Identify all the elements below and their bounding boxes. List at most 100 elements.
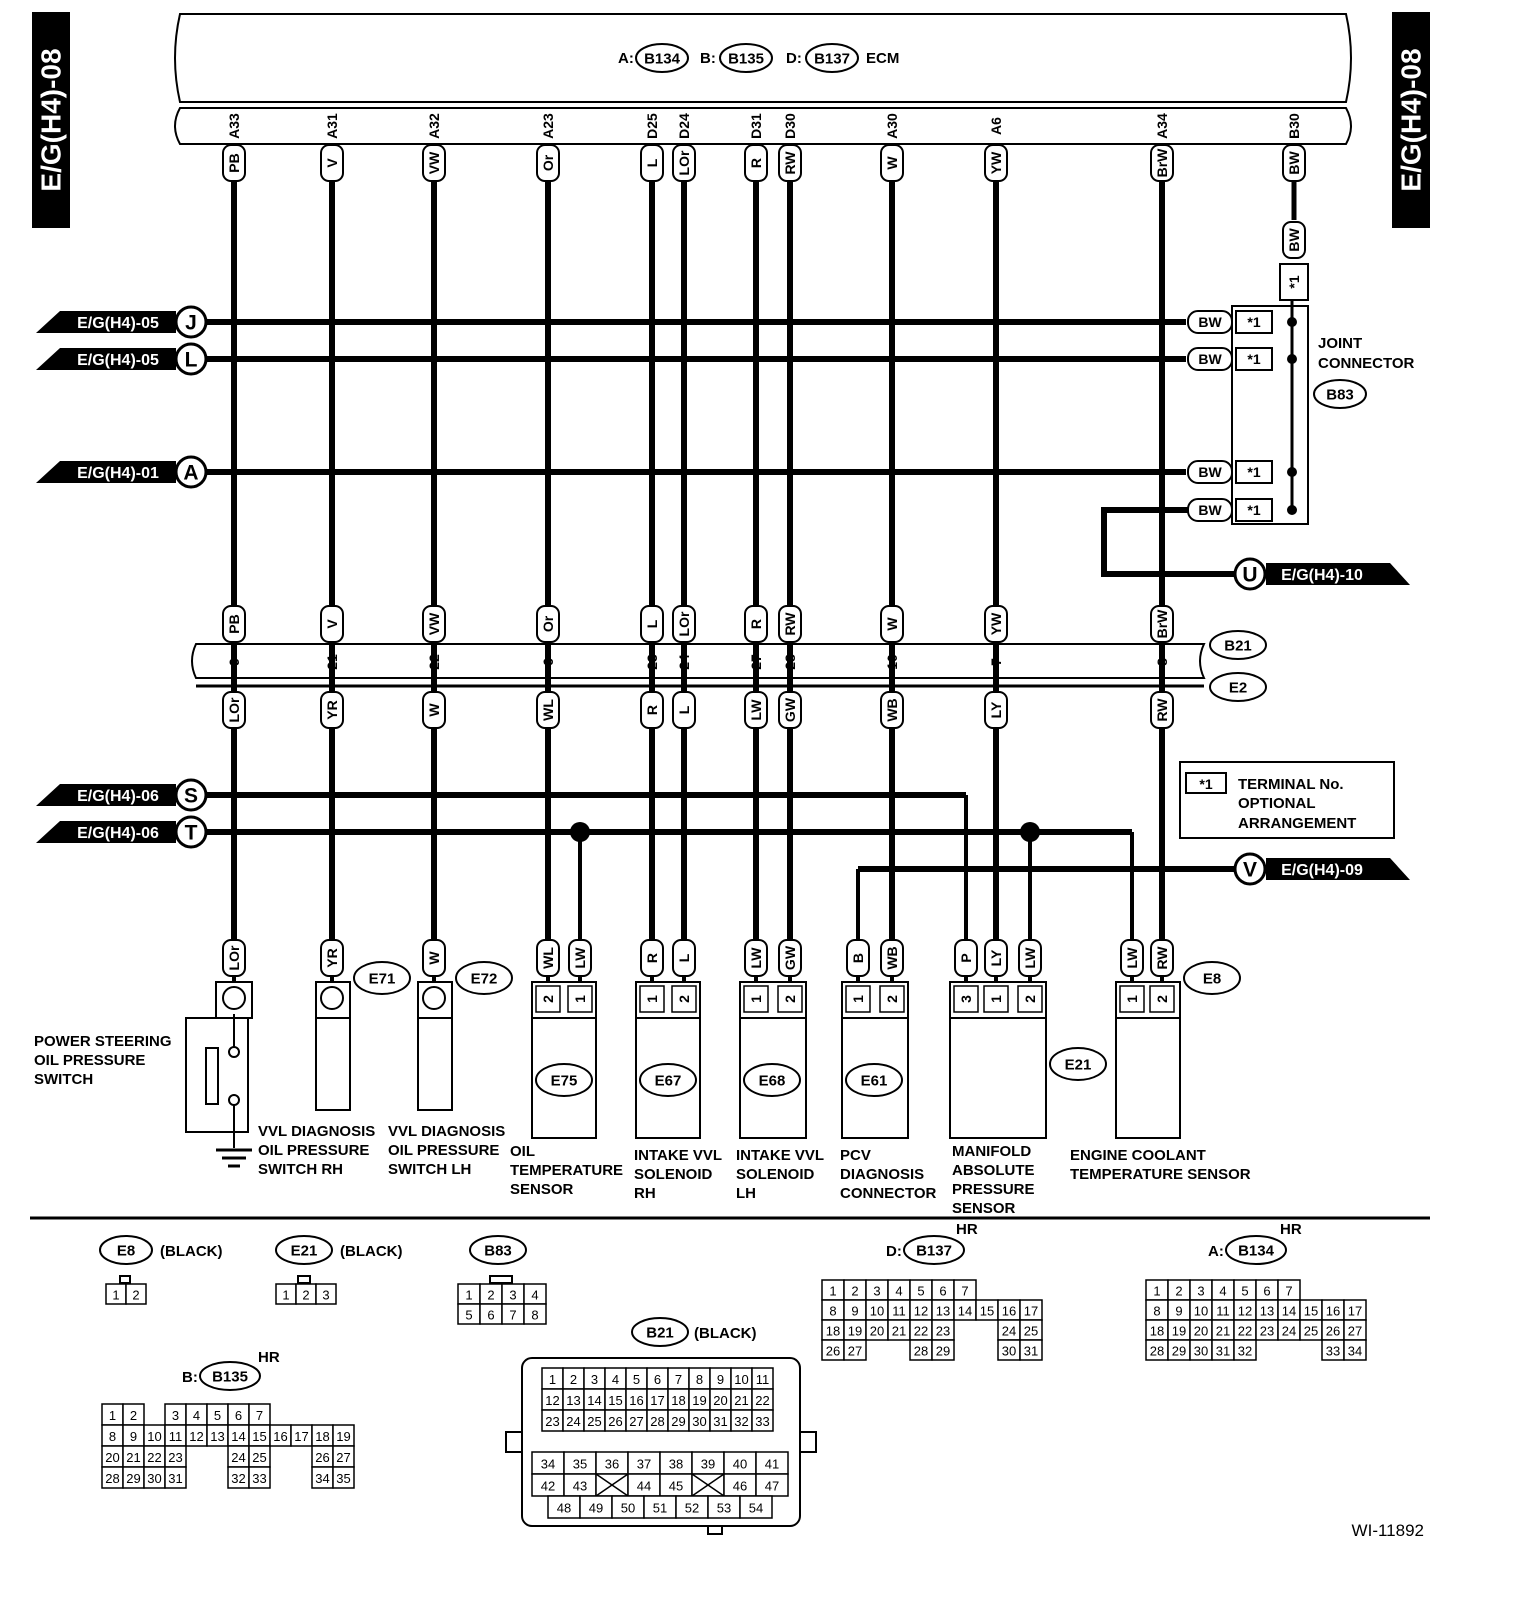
joint-terminal-box <box>1235 310 1273 334</box>
ecm-pin-label: A23 <box>540 113 556 139</box>
b137-pin: 30 <box>1002 1344 1016 1359</box>
b21-pin: 11 <box>756 1372 770 1387</box>
b134-pin: 26 <box>1326 1324 1340 1339</box>
component-wire-color-tag <box>672 939 696 977</box>
wire-color-top: Or <box>540 154 556 171</box>
b21-pin-label: 9 <box>226 658 242 666</box>
wire-color-e2-tag <box>672 691 696 729</box>
wire-color-b21: YW <box>988 612 1004 635</box>
b21-pin-label: 8 <box>1154 658 1170 666</box>
bus-line-u <box>1101 507 1236 577</box>
ecm-pin-label: D30 <box>782 113 798 139</box>
b137-pin: 16 <box>1002 1304 1016 1319</box>
legend-b135-tag: HR <box>258 1349 280 1366</box>
blank-cavity <box>595 1473 629 1497</box>
e21-pin: 2 <box>302 1288 309 1303</box>
b21-pin: 48 <box>557 1501 571 1516</box>
switch-contact-plate <box>205 1047 219 1105</box>
ecm-pin-label: A32 <box>426 113 442 139</box>
wire-color-b21: LOr <box>676 611 692 636</box>
component-name: OIL PRESSURE <box>34 1052 145 1069</box>
page-code-banner-right <box>1392 12 1430 228</box>
b135-pin: 32 <box>231 1471 245 1486</box>
b134-pin: 2 <box>1175 1284 1182 1299</box>
ecm-pin-label: A30 <box>884 113 900 139</box>
component-connector-label: E75 <box>551 1073 578 1090</box>
b135-pin: 20 <box>105 1450 119 1465</box>
b135-pin: 25 <box>252 1450 266 1465</box>
b135-cell <box>248 1466 271 1489</box>
b137-pin: 4 <box>895 1284 902 1299</box>
component-name: SWITCH LH <box>388 1161 471 1178</box>
e21-cell <box>315 1283 337 1305</box>
ref-letter: U <box>1242 564 1257 587</box>
component-wire-color-tag <box>1018 939 1042 977</box>
component-connector-label-oval <box>353 961 411 995</box>
switch-terminal <box>422 986 446 1010</box>
b135-pin: 34 <box>315 1471 329 1486</box>
wire-color-b21: BrW <box>1154 609 1170 639</box>
ecm-pin-label: A6 <box>988 117 1004 135</box>
ecm-label: ECM <box>866 50 899 67</box>
component-wire-color: B <box>850 953 866 963</box>
component-name: MANIFOLD <box>952 1143 1031 1160</box>
legend-b21-label-oval <box>631 1317 689 1347</box>
wire-color-top-tag <box>536 144 560 182</box>
blank-cavity <box>691 1473 725 1497</box>
wire-color-e2: LY <box>988 701 1004 718</box>
b135-pin: 22 <box>147 1450 161 1465</box>
component-connector-label-oval <box>743 1063 801 1097</box>
b83-pin: 4 <box>531 1288 538 1303</box>
b21-pin-label: 21 <box>324 654 340 670</box>
component-pin-cell <box>845 985 871 1013</box>
component-wire-color-tag <box>880 939 904 977</box>
b137-pin: 15 <box>980 1304 994 1319</box>
b21-pin-label: 27 <box>748 654 764 670</box>
wire-color-b21: V <box>324 619 340 629</box>
component-connector-label-oval <box>535 1063 593 1097</box>
b83-pin: 2 <box>487 1288 494 1303</box>
wire-color-top: RW <box>782 151 798 175</box>
e21-pin: 1 <box>282 1288 289 1303</box>
b134-pin: 30 <box>1194 1344 1208 1359</box>
component-name: POWER STEERING <box>34 1033 172 1050</box>
b137-cell <box>843 1339 867 1361</box>
b135-pin: 29 <box>126 1471 140 1486</box>
ref-page-label: E/G(H4)-05 <box>77 352 159 369</box>
wire-color-top: R <box>748 158 764 168</box>
joint-splice-dot <box>1287 317 1297 327</box>
component-wire-color: R <box>644 953 660 963</box>
ref-arrow <box>36 784 176 806</box>
b134-pin: 8 <box>1153 1304 1160 1319</box>
page-code-banner-left <box>32 12 70 228</box>
ref-letter: A <box>183 462 198 485</box>
component-wire-color-tag <box>222 939 246 977</box>
component-name: CONNECTOR <box>840 1185 937 1202</box>
b134-pin: 6 <box>1263 1284 1270 1299</box>
component-name: OIL PRESSURE <box>258 1142 369 1159</box>
wire-color-e2: W <box>426 703 442 717</box>
b135-pin: 18 <box>315 1429 329 1444</box>
b21-pin-label: 23 <box>644 654 660 670</box>
b134-pin: 33 <box>1326 1344 1340 1359</box>
legend-b83-label: B83 <box>484 1243 512 1260</box>
b135-pin: 10 <box>147 1429 161 1444</box>
b135-pin: 31 <box>168 1471 182 1486</box>
wire-color-e2: YR <box>324 700 340 719</box>
ref-page-label: E/G(H4)-10 <box>1281 567 1363 584</box>
b135-pin: 16 <box>273 1429 287 1444</box>
b134-cell <box>1343 1339 1367 1361</box>
legend-e21-label: E21 <box>291 1243 318 1260</box>
b137-pin: 28 <box>914 1344 928 1359</box>
figure-id: WI-11892 <box>1352 1521 1424 1540</box>
joint-wire-color-tag <box>1282 221 1306 259</box>
component-name: SWITCH <box>34 1071 93 1088</box>
b134-pin: 25 <box>1304 1324 1318 1339</box>
wire-color-b21: PB <box>226 614 242 633</box>
b137-pin: 7 <box>961 1284 968 1299</box>
wire-color-top-tag <box>744 144 768 182</box>
b21-pin: 16 <box>629 1393 643 1408</box>
wire-color-top: YW <box>988 151 1004 174</box>
b83-cell <box>523 1303 547 1325</box>
joint-splice-dot <box>1287 467 1297 477</box>
